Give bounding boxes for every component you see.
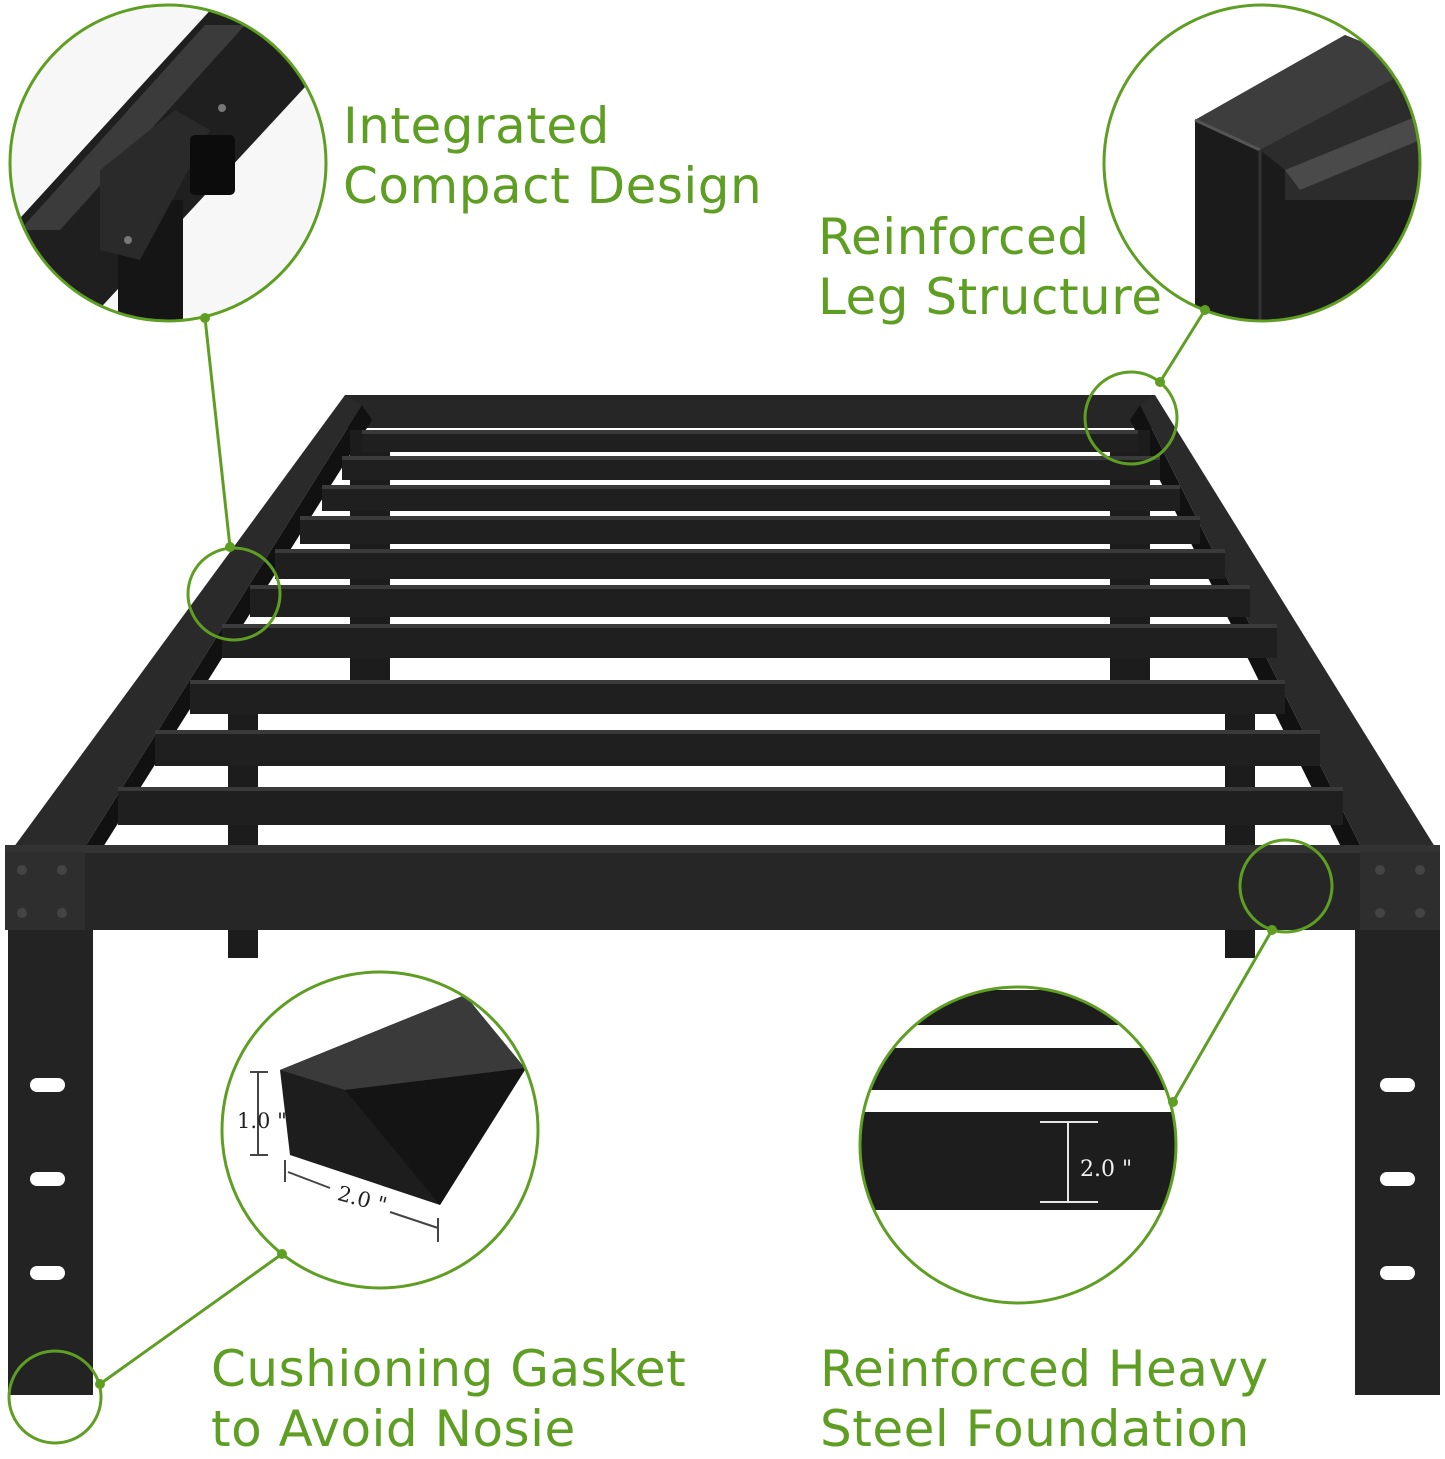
callout-integrated-compact-design: Integrated Compact Design	[343, 96, 762, 216]
front-leg-left	[8, 930, 93, 1395]
callout-leg-line2: Leg Structure	[818, 268, 1163, 326]
slats	[118, 430, 1343, 825]
detail-circle-gasket-ring	[220, 970, 540, 1290]
back-rail	[338, 395, 1162, 428]
gasket-height-label: 1.0 "	[237, 1109, 287, 1133]
front-leg-right	[1355, 930, 1440, 1395]
leg-slots	[30, 1078, 1415, 1280]
slat-height-label: 2.0 "	[1080, 1157, 1132, 1182]
detail-circle-foundation	[858, 985, 1178, 1305]
detail-circle-leg	[1102, 3, 1422, 323]
right-side-rail	[1140, 395, 1440, 855]
left-side-rail	[8, 395, 362, 855]
callout-reinforced-heavy-steel-foundation: Reinforced Heavy Steel Foundation	[820, 1339, 1269, 1459]
callout-integrated-line1: Integrated	[343, 97, 610, 155]
bed-frame	[5, 395, 1440, 1395]
corner-bracket-left	[5, 852, 85, 930]
callout-cushioning-gasket: Cushioning Gasket to Avoid Nosie	[211, 1339, 686, 1459]
detail-circle-integrated-ring	[8, 3, 328, 323]
corner-bracket-right	[1360, 852, 1440, 930]
callout-leg-line1: Reinforced	[818, 208, 1090, 266]
callout-pointers	[7, 309, 1334, 1445]
detail-circle-gasket	[220, 970, 540, 1290]
callout-integrated-line2: Compact Design	[343, 157, 763, 215]
callout-foundation-line1: Reinforced Heavy	[820, 1340, 1269, 1398]
detail-circle-integrated	[8, 3, 328, 323]
target-ring-gasket	[7, 1349, 103, 1445]
callout-gasket-line1: Cushioning Gasket	[211, 1340, 687, 1398]
target-ring-leg	[1083, 370, 1179, 466]
callout-gasket-line2: to Avoid Nosie	[211, 1400, 576, 1458]
detail-circle-foundation-ring	[858, 985, 1178, 1305]
callout-reinforced-leg-structure: Reinforced Leg Structure	[818, 207, 1162, 327]
detail-circle-leg-ring	[1102, 3, 1422, 323]
front-rail	[5, 845, 1440, 930]
callout-foundation-line2: Steel Foundation	[820, 1400, 1250, 1458]
target-ring-foundation	[1238, 838, 1334, 934]
